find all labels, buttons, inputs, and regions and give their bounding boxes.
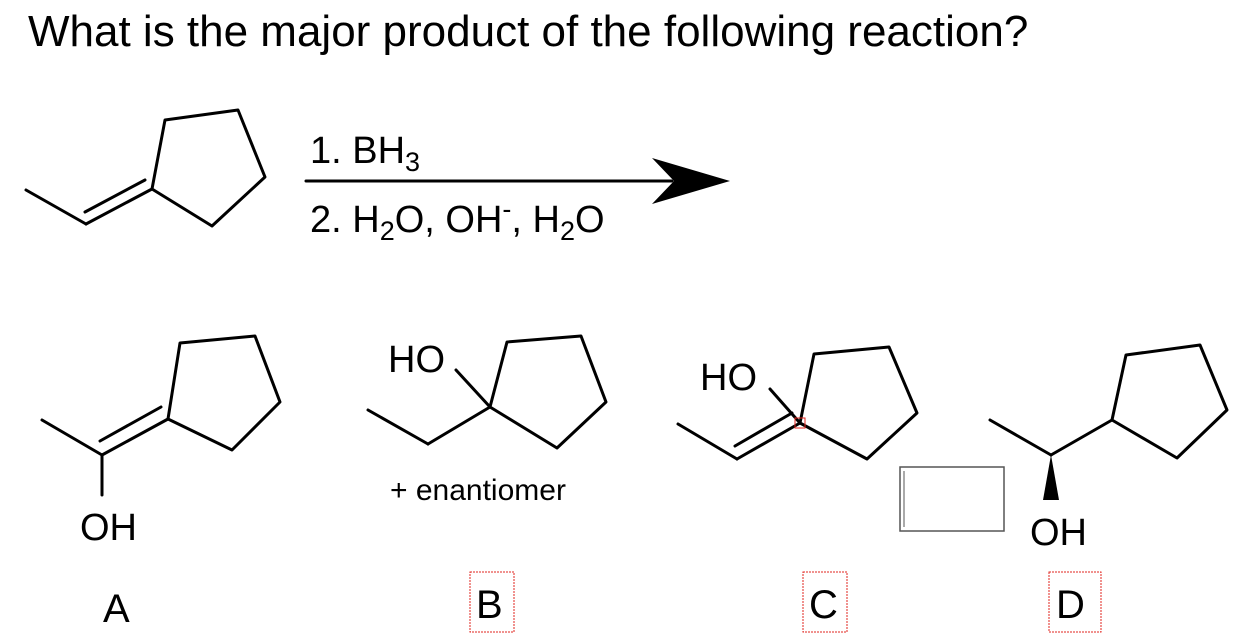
methyl-bond	[676, 422, 739, 461]
option-b-letter: B	[476, 583, 503, 627]
answer-box[interactable]	[899, 466, 1005, 532]
valence-error-marker	[794, 417, 806, 429]
double-bond-outer	[735, 421, 802, 461]
starting-material	[24, 108, 267, 228]
hydroxyl-label: HO	[700, 357, 757, 399]
reagent-step2: 2. H2O, OH-, H2O	[310, 194, 605, 246]
hydroxyl-label: OH	[1030, 512, 1087, 554]
cyclopentane-ring	[166, 334, 282, 452]
option-b-structure: HO	[366, 334, 608, 450]
selection-marker	[802, 571, 848, 633]
double-bond-inner	[733, 411, 794, 448]
selection-marker	[1048, 571, 1102, 633]
ring-attachment-bond	[1049, 418, 1114, 457]
option-a-letter: A	[103, 587, 130, 631]
option-d-structure: OH	[988, 343, 1229, 554]
reaction-arrow	[304, 158, 730, 204]
cyclopentane-ring	[488, 334, 608, 450]
methyl-bond	[40, 418, 104, 457]
option-c-letter: C	[809, 583, 838, 627]
option-a-structure: OH	[40, 334, 282, 549]
cyclopentane-ring	[798, 345, 919, 461]
hydroxyl-label: OH	[80, 507, 137, 549]
hydroxyl-bond	[454, 368, 492, 409]
question-text: What is the major product of the followi…	[28, 7, 1029, 56]
double-bond-inner	[83, 178, 147, 214]
wedge-bond	[1043, 455, 1059, 500]
ethyl-bond-2	[366, 408, 430, 446]
double-bond-inner	[98, 405, 163, 443]
cyclopentane-ring	[150, 108, 267, 228]
arrow-head	[652, 158, 730, 204]
reagent-step1: 1. BH3	[310, 130, 420, 177]
enantiomer-note: + enantiomer	[390, 474, 566, 507]
methyl-bond	[988, 418, 1053, 457]
hydroxyl-bond	[768, 387, 802, 425]
option-d-letter: D	[1056, 583, 1085, 627]
cyclopentane-ring	[1110, 343, 1229, 460]
ethyl-bond-1	[426, 405, 492, 446]
selection-marker	[469, 571, 515, 633]
double-bond-outer	[100, 417, 170, 457]
hydroxyl-label: HO	[388, 339, 445, 381]
methyl-bond	[24, 188, 88, 226]
option-c-structure: HO	[676, 345, 919, 461]
double-bond-outer	[84, 187, 154, 226]
